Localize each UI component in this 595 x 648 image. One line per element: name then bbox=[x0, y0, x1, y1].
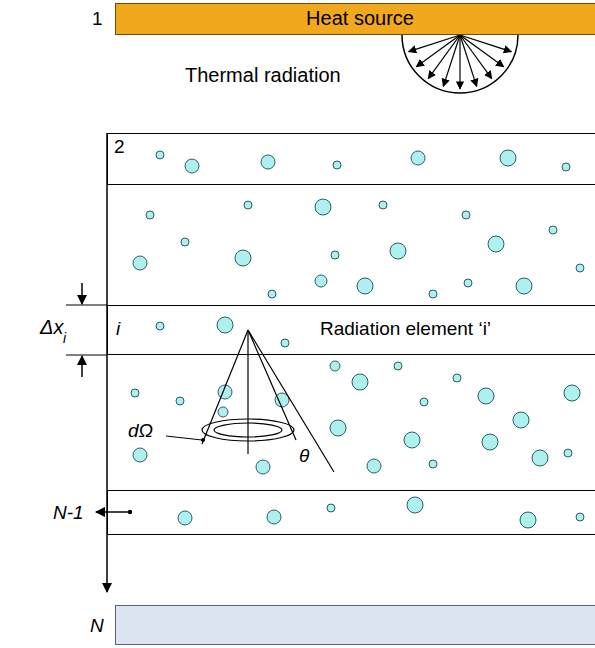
radiation-ray bbox=[409, 35, 460, 52]
angle-label: θ bbox=[299, 445, 309, 467]
particle bbox=[268, 290, 276, 298]
particle bbox=[513, 412, 529, 428]
leader-dot bbox=[201, 438, 205, 442]
radiation-label: Thermal radiation bbox=[185, 64, 341, 87]
particle bbox=[315, 199, 331, 215]
particle bbox=[564, 449, 572, 457]
particle bbox=[562, 163, 570, 171]
radiation-element-band: i Radiation element ‘i’ bbox=[107, 305, 595, 355]
particle bbox=[333, 161, 341, 169]
particle bbox=[131, 389, 139, 397]
particle-layer-band: N-1 bbox=[107, 490, 595, 535]
particle bbox=[564, 385, 580, 401]
node-title: Heat source bbox=[116, 7, 595, 30]
particle bbox=[330, 361, 340, 371]
particle bbox=[330, 420, 346, 436]
particle bbox=[367, 459, 381, 473]
boundary-band: N bbox=[115, 605, 595, 645]
particle bbox=[218, 407, 228, 417]
particle bbox=[404, 432, 420, 448]
particle bbox=[357, 278, 373, 294]
element-number: 1 bbox=[92, 8, 103, 30]
particle bbox=[217, 317, 233, 333]
particle bbox=[244, 201, 252, 209]
particle bbox=[520, 512, 536, 528]
extension-line bbox=[66, 354, 107, 355]
particle bbox=[185, 159, 199, 173]
particle-layer-band: 2 bbox=[107, 133, 595, 185]
leader-line bbox=[166, 436, 202, 440]
particle bbox=[379, 201, 387, 209]
particles bbox=[131, 150, 584, 528]
element-number: N bbox=[90, 615, 104, 637]
particle bbox=[411, 151, 425, 165]
particle bbox=[429, 290, 437, 298]
particle bbox=[133, 448, 147, 462]
particle bbox=[176, 397, 184, 405]
particle bbox=[315, 275, 327, 287]
solid-angle-label: dΩ bbox=[128, 420, 153, 442]
particle bbox=[327, 504, 335, 512]
particle bbox=[390, 243, 406, 259]
particle bbox=[576, 264, 584, 272]
particle bbox=[394, 362, 402, 370]
particle bbox=[420, 398, 428, 406]
particle bbox=[146, 211, 154, 219]
element-description: Radiation element ‘i’ bbox=[320, 318, 491, 340]
particle bbox=[267, 510, 281, 524]
element-number: 2 bbox=[114, 136, 125, 158]
particle bbox=[156, 151, 164, 159]
dimension-arrow bbox=[81, 283, 83, 304]
pointer-arrow bbox=[96, 511, 130, 513]
heat-source-band: 1Heat source bbox=[115, 3, 595, 35]
particle bbox=[500, 150, 516, 166]
particle bbox=[478, 388, 494, 404]
particle bbox=[549, 226, 557, 234]
particle bbox=[156, 322, 164, 330]
radiation-ray bbox=[460, 35, 504, 67]
radiation-rays bbox=[409, 35, 512, 89]
radiation-ray bbox=[416, 35, 460, 67]
pointer-dot bbox=[128, 510, 132, 514]
particle bbox=[331, 251, 339, 259]
dimension-subscript: i bbox=[63, 330, 66, 346]
dimension-arrow bbox=[81, 356, 83, 377]
particle bbox=[453, 374, 461, 382]
radiation-ray bbox=[460, 35, 492, 79]
particle bbox=[464, 279, 472, 287]
extension-line bbox=[66, 304, 107, 305]
particle bbox=[429, 460, 437, 468]
particle bbox=[261, 155, 275, 169]
particle bbox=[488, 236, 504, 252]
radiation-ray bbox=[443, 35, 460, 86]
radiation-dome bbox=[402, 35, 518, 93]
particle bbox=[462, 211, 470, 219]
particle bbox=[482, 434, 498, 450]
particle bbox=[281, 339, 289, 347]
particle bbox=[576, 513, 584, 521]
particle bbox=[532, 450, 548, 466]
element-index: i bbox=[116, 318, 120, 340]
element-number: N-1 bbox=[53, 502, 84, 524]
particle bbox=[178, 511, 192, 525]
particle bbox=[256, 460, 270, 474]
radiation-ray bbox=[460, 35, 511, 52]
particle bbox=[181, 238, 189, 246]
solid-angle-cone bbox=[202, 330, 334, 472]
particle bbox=[352, 374, 368, 390]
radiation-ray bbox=[460, 35, 477, 86]
particle bbox=[516, 278, 532, 294]
particle bbox=[133, 256, 147, 270]
radiation-ray bbox=[428, 35, 460, 79]
radiation-ray bbox=[459, 35, 460, 89]
particle bbox=[407, 497, 423, 513]
particle bbox=[235, 250, 251, 266]
dimension-label: Δx bbox=[40, 316, 63, 339]
